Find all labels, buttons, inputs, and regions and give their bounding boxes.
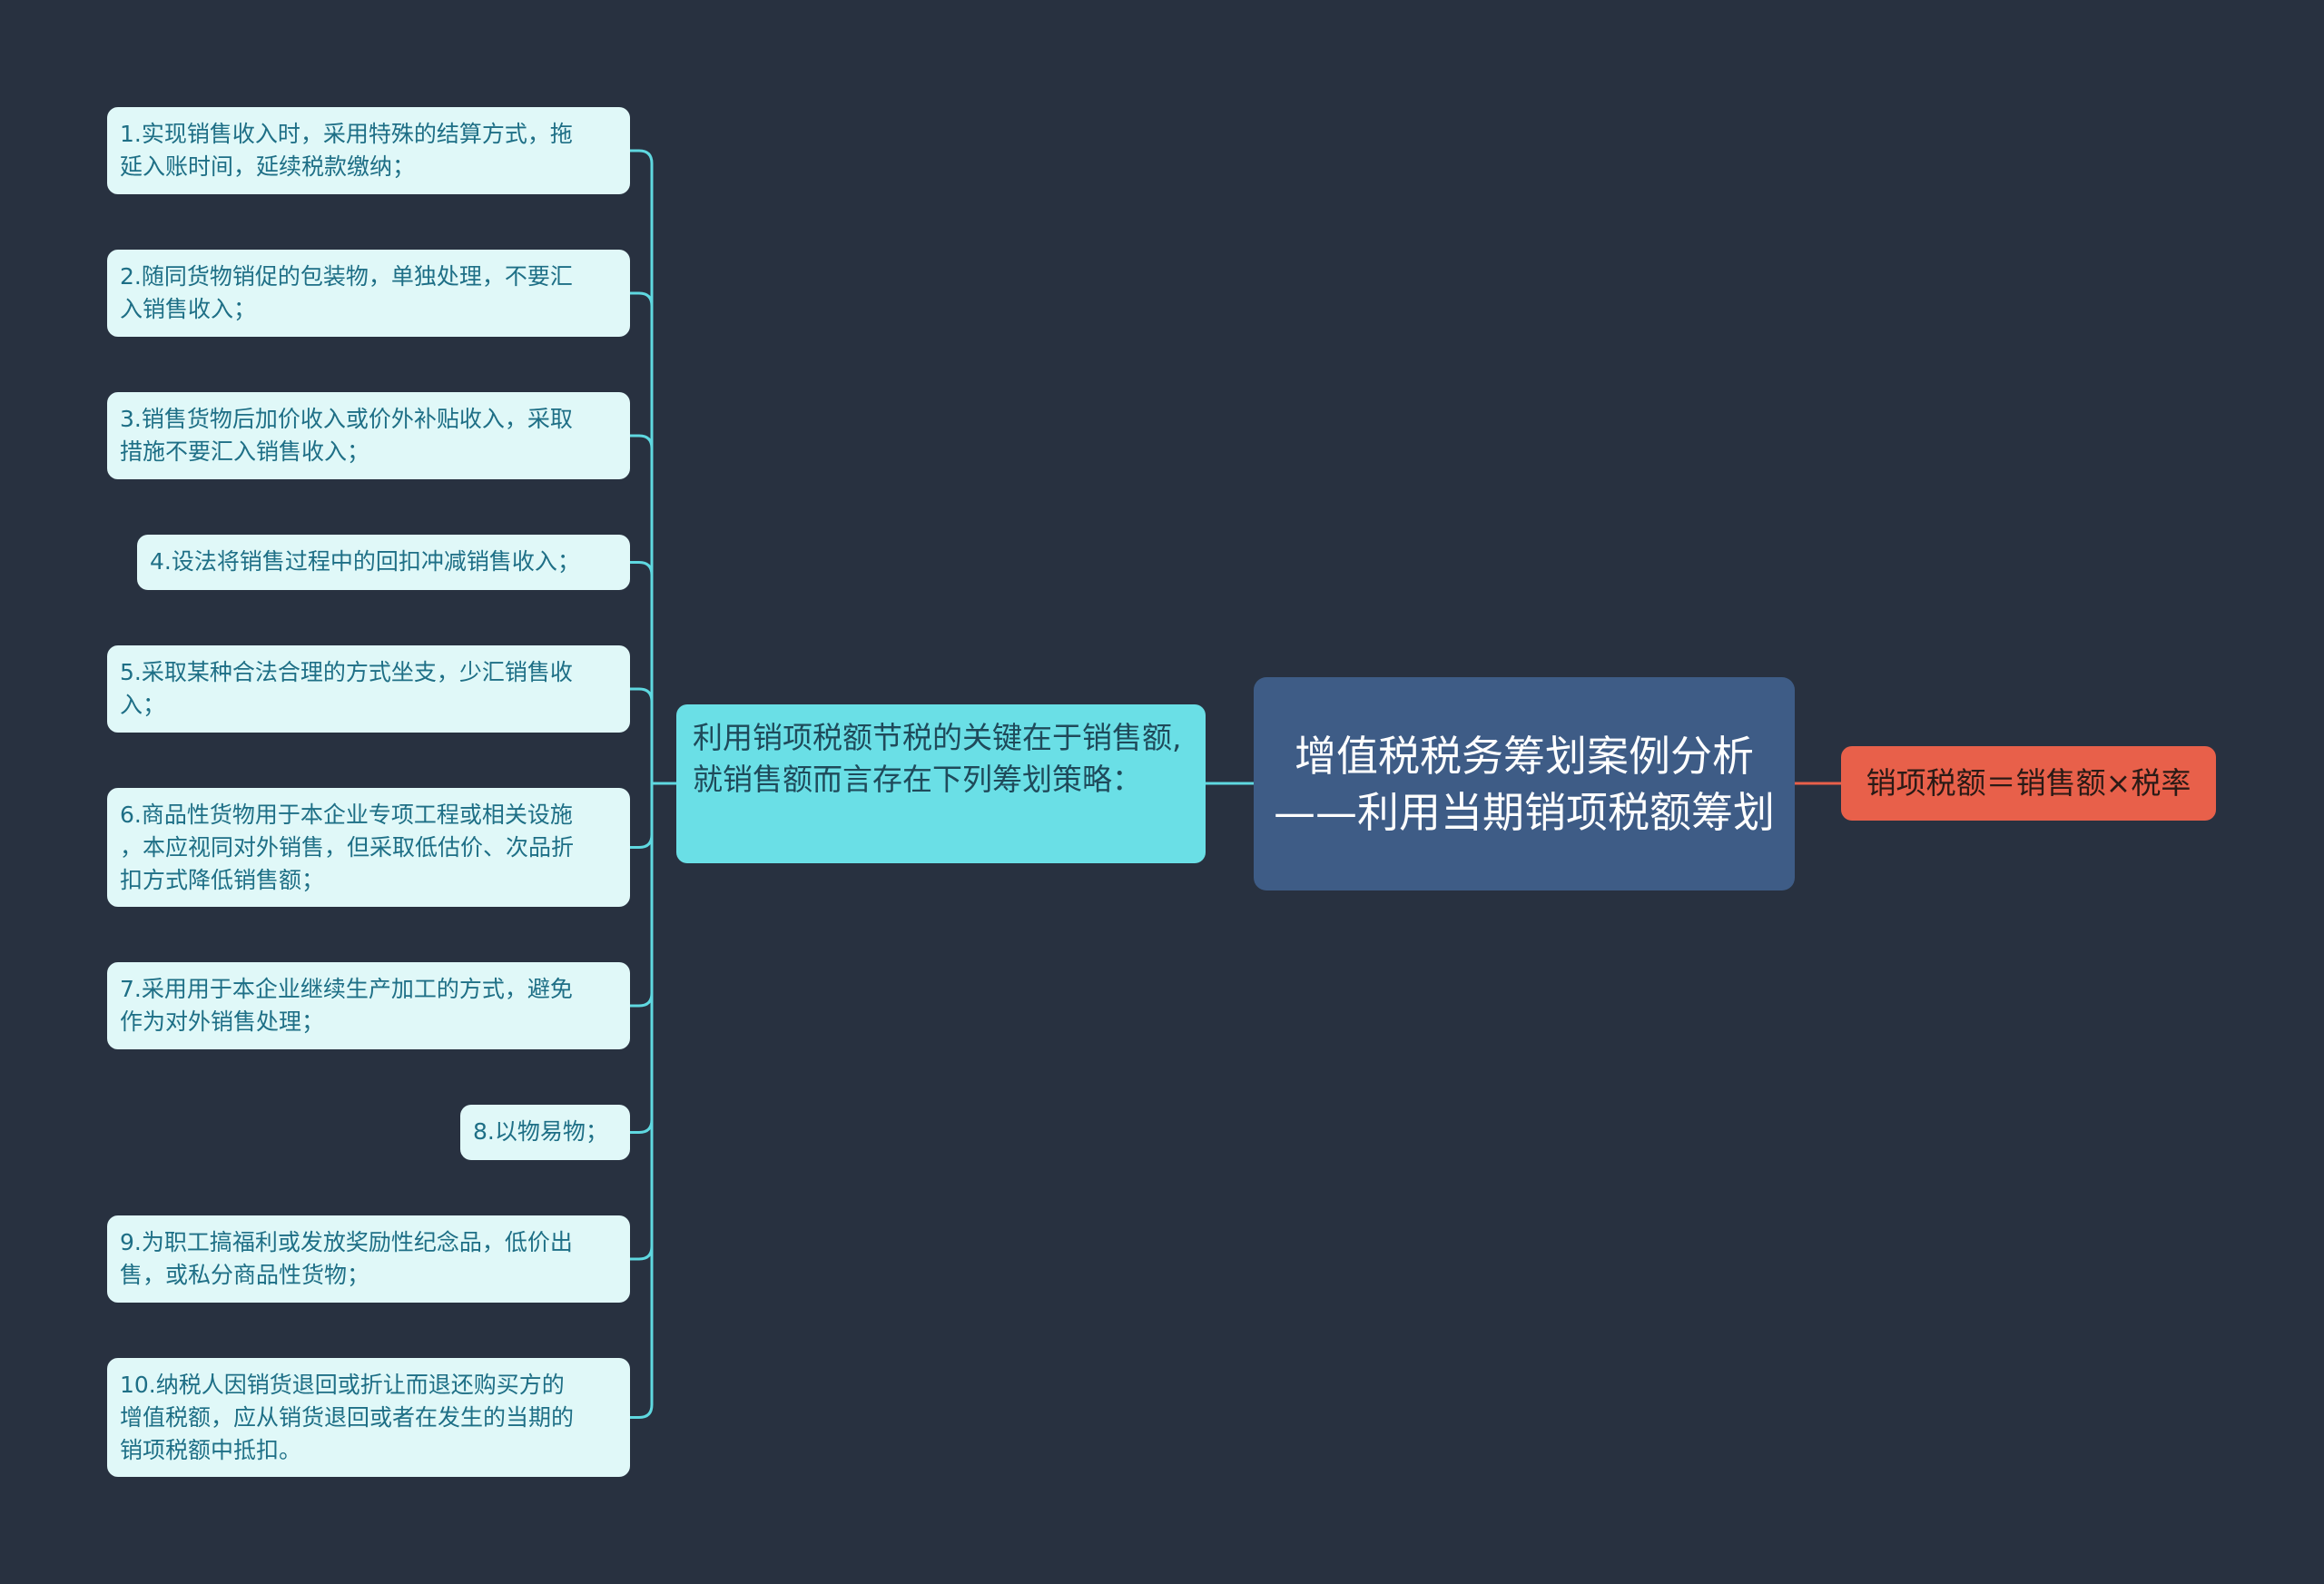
branch-node[interactable]: 利用销项税额节税的关键在于销售额,就销售额而言存在下列筹划策略：: [676, 704, 1206, 863]
leaf-node-4[interactable]: 4.设法将销售过程中的回扣冲减销售收入；: [137, 535, 630, 590]
root-node-text: 增值税税务筹划案例分析——利用当期销项税额筹划: [1274, 731, 1775, 837]
leaf-node-7-line: 作为对外销售处理；: [120, 1008, 325, 1035]
leaf-node-3[interactable]: 3.销售货物后加价收入或价外补贴收入，采取措施不要汇入销售收入；: [107, 392, 630, 479]
leaf-node-6-line: 6.商品性货物用于本企业专项工程或相关设施: [120, 802, 573, 828]
leaf-node-4-line: 4.设法将销售过程中的回扣冲减销售收入；: [150, 548, 580, 575]
leaf-node-10-line: 10.纳税人因销货退回或折让而退还购买方的: [120, 1372, 565, 1398]
leaf-node-2-line: 入销售收入；: [120, 296, 257, 322]
formula-node[interactable]: 销项税额＝销售额×税率: [1841, 746, 2216, 821]
leaf-node-9-line: 售，或私分商品性货物；: [120, 1262, 370, 1288]
leaf-node-6-line: 扣方式降低销售额；: [120, 867, 325, 893]
leaf-connector-4: [630, 561, 654, 783]
leaf-node-6-line: ，本应视同对外销售，但采取低估价、次品折: [120, 834, 575, 861]
leaf-node-10-line: 销项税额中抵扣。: [120, 1437, 302, 1463]
leaf-node-10[interactable]: 10.纳税人因销货退回或折让而退还购买方的增值税额，应从销货退回或者在发生的当期…: [107, 1358, 630, 1477]
leaf-node-10-line: 增值税额，应从销货退回或者在发生的当期的: [120, 1404, 575, 1431]
leaf-connector-10: [630, 783, 654, 1419]
leaf-connector-1: [630, 149, 654, 783]
leaf-connector-5: [630, 687, 654, 783]
leaf-node-2-line: 2.随同货物销促的包装物，单独处理，不要汇: [120, 263, 573, 290]
root-node[interactable]: 增值税税务筹划案例分析——利用当期销项税额筹划: [1254, 677, 1795, 890]
leaf-connector-2: [630, 291, 654, 783]
leaf-node-5[interactable]: 5.采取某种合法合理的方式坐支，少汇销售收入；: [107, 645, 630, 733]
leaf-connector-7: [630, 783, 654, 1008]
formula-node-text: 销项税额＝销售额×税率: [1866, 765, 2191, 801]
leaf-node-7-line: 7.采用用于本企业继续生产加工的方式，避免: [120, 976, 573, 1002]
leaf-node-1-line: 1.实现销售收入时，采用特殊的结算方式，拖: [120, 121, 573, 147]
leaf-node-9[interactable]: 9.为职工搞福利或发放奖励性纪念品，低价出售，或私分商品性货物；: [107, 1215, 630, 1303]
branch-node-text: 利用销项税额节税的关键在于销售额,就销售额而言存在下列筹划策略：: [693, 720, 1182, 797]
leaf-node-6[interactable]: 6.商品性货物用于本企业专项工程或相关设施 ，本应视同对外销售，但采取低估价、次品…: [107, 788, 630, 907]
leaf-node-8[interactable]: 8.以物易物；: [460, 1105, 630, 1160]
leaf-node-8-line: 8.以物易物；: [473, 1118, 608, 1145]
leaf-connector-8: [630, 783, 654, 1134]
leaf-node-5-line: 5.采取某种合法合理的方式坐支，少汇销售收: [120, 659, 573, 685]
leaf-node-3-line: 3.销售货物后加价收入或价外补贴收入，采取: [120, 406, 573, 432]
leaf-node-3-line: 措施不要汇入销售收入；: [120, 438, 370, 465]
leaf-connector-6: [630, 783, 654, 849]
leaf-node-9-line: 9.为职工搞福利或发放奖励性纪念品，低价出: [120, 1229, 573, 1255]
leaf-connector-9: [630, 783, 654, 1261]
leaf-node-1[interactable]: 1.实现销售收入时，采用特殊的结算方式，拖延入账时间，延续税款缴纳；: [107, 107, 630, 194]
leaf-node-5-line: 入；: [120, 692, 166, 718]
leaf-connector-3: [630, 434, 654, 783]
leaf-node-7[interactable]: 7.采用用于本企业继续生产加工的方式，避免作为对外销售处理；: [107, 962, 630, 1049]
leaf-node-1-line: 延入账时间，延续税款缴纳；: [120, 153, 416, 180]
leaf-node-2[interactable]: 2.随同货物销促的包装物，单独处理，不要汇入销售收入；: [107, 250, 630, 337]
